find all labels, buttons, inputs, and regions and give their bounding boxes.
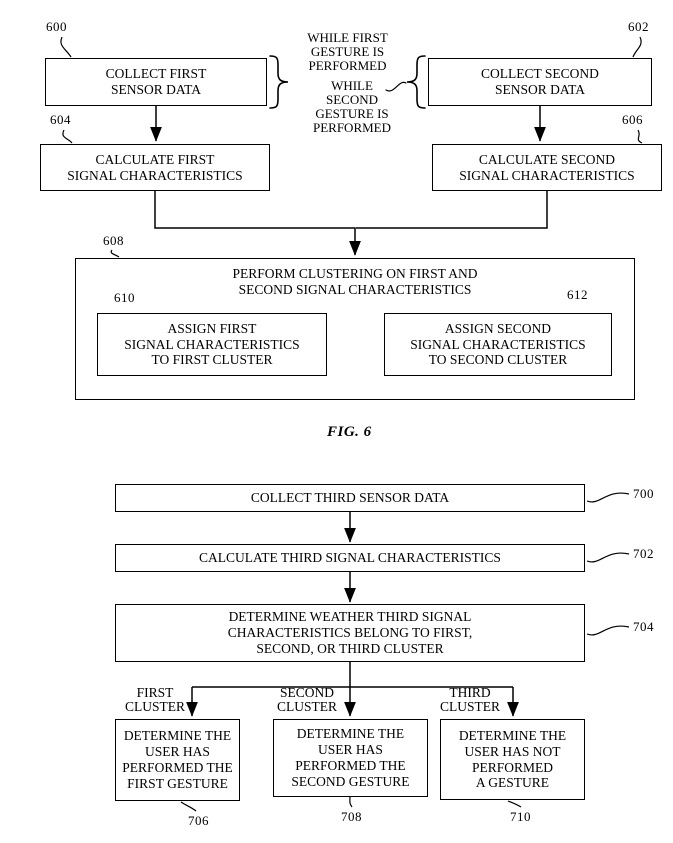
ref-label-600: 600 xyxy=(46,19,67,34)
leader-note-to-brace xyxy=(385,81,407,92)
brace-note-while-first-gesture: WHILE FIRST GESTURE IS PERFORMED xyxy=(307,30,388,73)
flow-box-calculate-second-signal: CALCULATE SECOND SIGNAL CHARACTERISTICS xyxy=(432,144,662,191)
leader-line-706 xyxy=(180,801,197,812)
perform-clustering-label: PERFORM CLUSTERING ON FIRST AND SECOND S… xyxy=(232,266,478,297)
curly-brace-left-icon xyxy=(406,55,426,109)
leader-line-708 xyxy=(349,796,353,808)
arrow-merge-to-clustering xyxy=(154,191,361,256)
flow-box-determine-cluster-membership: DETERMINE WEATHER THIRD SIGNAL CHARACTER… xyxy=(115,604,585,662)
brace-group xyxy=(269,55,426,109)
branch-label-first-cluster: FIRST CLUSTER xyxy=(124,685,185,714)
ref-label-708: 708 xyxy=(341,809,362,824)
ref-label-704: 704 xyxy=(633,619,654,634)
flow-box-assign-first-cluster: ASSIGN FIRST SIGNAL CHARACTERISTICS TO F… xyxy=(97,313,327,376)
branch-label-second-cluster: SECOND CLUSTER xyxy=(276,685,337,714)
leader-line-704 xyxy=(586,625,630,636)
ref-label-610: 610 xyxy=(114,290,135,305)
ref-label-604: 604 xyxy=(50,112,71,127)
ref-label-710: 710 xyxy=(510,809,531,824)
ref-label-606: 606 xyxy=(622,112,643,127)
leader-line-710 xyxy=(507,800,522,808)
curly-brace-right-icon xyxy=(269,55,289,109)
fig6-connectors xyxy=(150,106,548,256)
ref-label-602: 602 xyxy=(628,19,649,34)
flow-box-determine-second-gesture: DETERMINE THE USER HAS PERFORMED THE SEC… xyxy=(273,719,428,797)
flow-box-determine-no-gesture: DETERMINE THE USER HAS NOT PERFORMED A G… xyxy=(440,719,585,800)
ref-label-702: 702 xyxy=(633,546,654,561)
leader-line-700 xyxy=(586,492,630,503)
leader-line-606 xyxy=(637,129,643,144)
flow-box-collect-first-sensor-data: COLLECT FIRST SENSOR DATA xyxy=(45,58,267,106)
fig7-connectors xyxy=(186,512,519,717)
leader-line-600 xyxy=(60,36,72,58)
flow-box-collect-second-sensor-data: COLLECT SECOND SENSOR DATA xyxy=(428,58,652,106)
leader-line-604 xyxy=(62,129,73,144)
ref-label-706: 706 xyxy=(188,813,209,828)
leader-line-608 xyxy=(110,249,120,258)
fig7-leader-lines xyxy=(180,492,630,812)
leader-line-702 xyxy=(586,552,630,563)
ref-label-700: 700 xyxy=(633,486,654,501)
flow-box-calculate-third-signal: CALCULATE THIRD SIGNAL CHARACTERISTICS xyxy=(115,544,585,572)
figure-6-caption: FIG. 6 xyxy=(327,424,372,440)
flow-box-calculate-first-signal: CALCULATE FIRST SIGNAL CHARACTERISTICS xyxy=(40,144,270,191)
branch-label-third-cluster: THIRD CLUSTER xyxy=(439,685,500,714)
leader-line-602 xyxy=(632,36,642,58)
line-calc-second-merge xyxy=(356,191,548,229)
flow-box-assign-second-cluster: ASSIGN SECOND SIGNAL CHARACTERISTICS TO … xyxy=(384,313,612,376)
brace-note-while-second-gesture: WHILE SECOND GESTURE IS PERFORMED xyxy=(312,78,392,135)
ref-label-612: 612 xyxy=(567,287,588,302)
flow-box-determine-first-gesture: DETERMINE THE USER HAS PERFORMED THE FIR… xyxy=(115,719,240,801)
ref-label-608: 608 xyxy=(103,233,124,248)
flow-box-collect-third-sensor-data: COLLECT THIRD SENSOR DATA xyxy=(115,484,585,512)
